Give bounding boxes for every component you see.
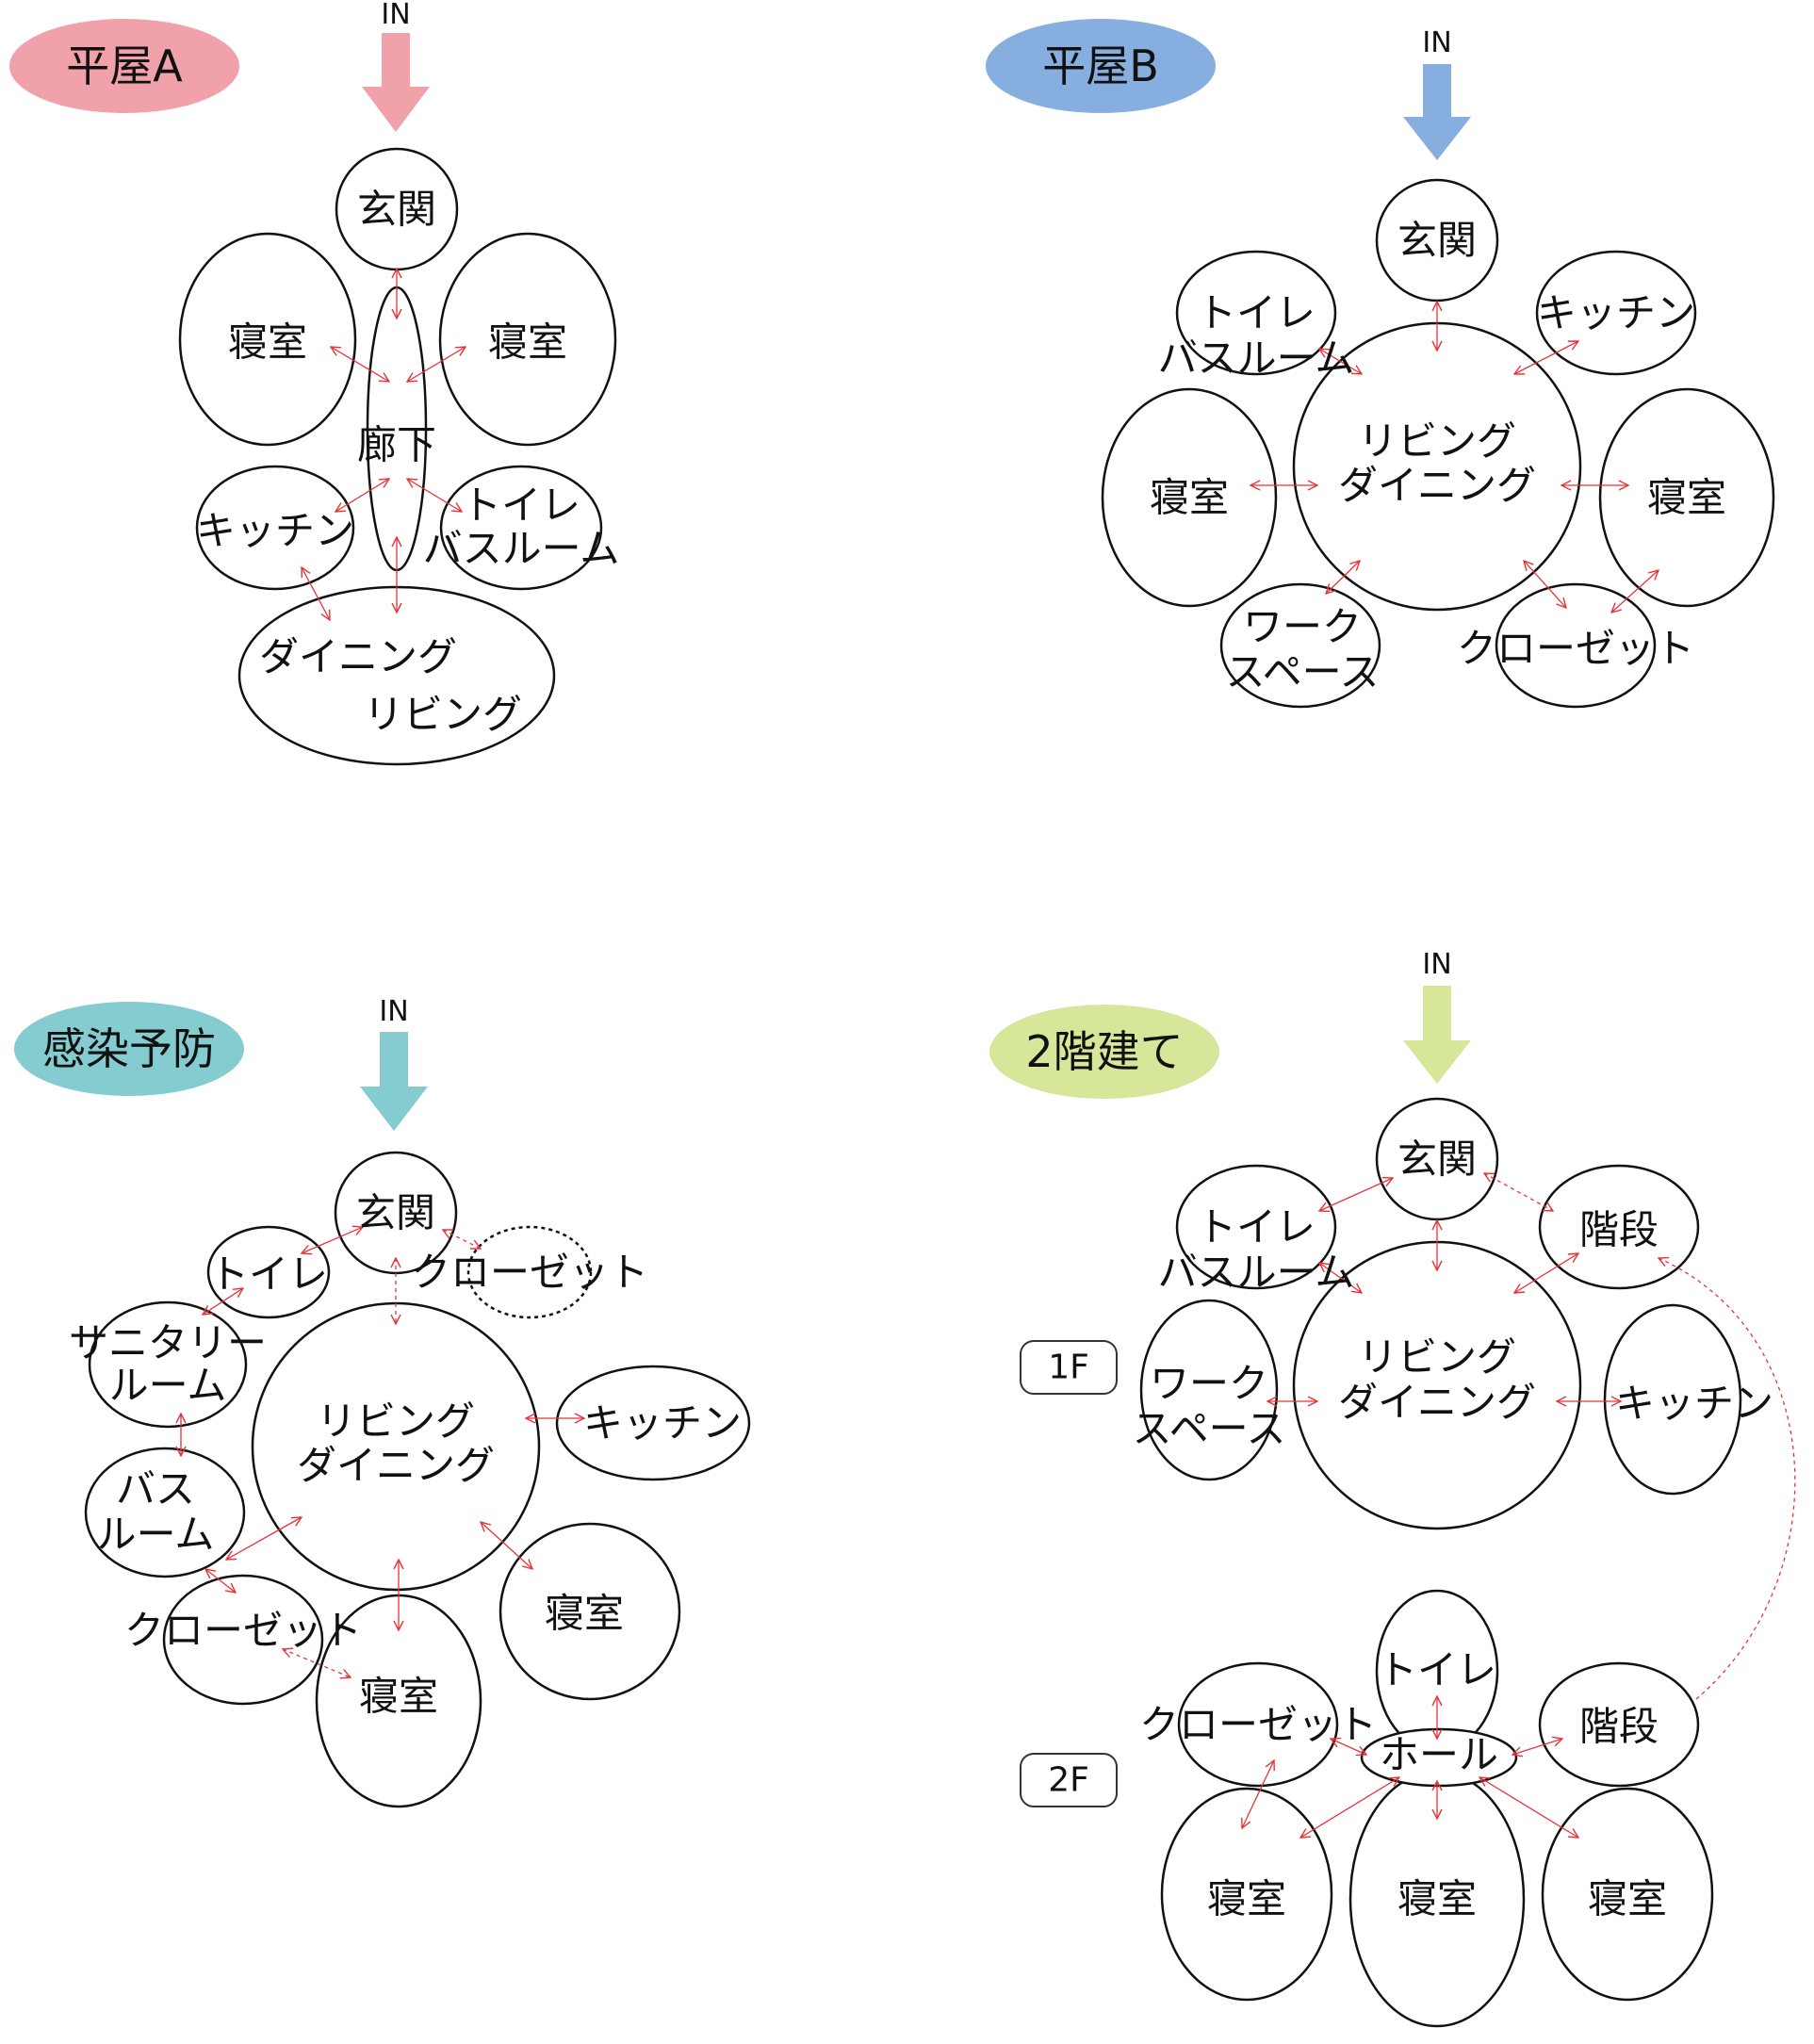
- label-space: スペース: [1226, 649, 1380, 695]
- label-dining: ダイニング: [259, 634, 457, 680]
- connector-arrows: [181, 1227, 584, 1630]
- room-bedroom-right: [1541, 1787, 1714, 2002]
- in-label: IN: [381, 0, 410, 31]
- dashed-connector-arrows: [283, 1230, 481, 1677]
- label-hall: ホール: [1380, 1732, 1498, 1778]
- label-corridor: 廊下: [357, 422, 436, 468]
- title-infection: 感染予防: [42, 1023, 216, 1074]
- label-living: リビング: [364, 692, 522, 738]
- label-living: リビング: [317, 1398, 475, 1445]
- room-stairs-2f: [1538, 1661, 1700, 1788]
- label-bedroom-right: 寝室: [545, 1591, 624, 1637]
- room-sanitary: [88, 1300, 248, 1429]
- label-dining: ダイニング: [1338, 1380, 1536, 1426]
- room-toilet-bath: [439, 465, 603, 591]
- label-toilet: トイレ: [209, 1251, 328, 1298]
- in-label: IN: [379, 995, 408, 1028]
- floor-1f-box: [1020, 1340, 1118, 1395]
- label-entrance: 玄関: [1397, 1136, 1477, 1183]
- room-bedroom-right: [498, 1522, 681, 1701]
- connector-arrows: [1250, 302, 1659, 613]
- diagram-flat-b: 平屋B IN 玄関 トイレ バスルーム キッチン リビング ダイニング 寝室 寝…: [986, 19, 1775, 709]
- floor-2f-label: 2F: [1048, 1761, 1089, 1800]
- label-kitchen: キッチン: [1537, 290, 1695, 336]
- room-closet-top: [466, 1225, 593, 1319]
- label-bedroom-right: 寝室: [488, 319, 567, 366]
- connector-arrows: [302, 269, 466, 620]
- label-kitchen: キッチン: [583, 1400, 742, 1447]
- label-bedroom-bottom: 寝室: [359, 1674, 438, 1720]
- label-dining: ダイニング: [1338, 463, 1536, 509]
- room-kitchen: [195, 465, 355, 591]
- label-closet-top: クローゼット: [411, 1250, 648, 1296]
- title-two-story: 2階建て: [1025, 1026, 1183, 1077]
- floor-1f-label: 1F: [1048, 1349, 1089, 1387]
- label-bathroom: バスルーム: [1158, 1250, 1355, 1296]
- label-entrance: 玄関: [1397, 218, 1477, 264]
- title-flat-a: 平屋A: [66, 41, 183, 91]
- label-closet-2f: クローゼット: [1139, 1702, 1377, 1748]
- title-badge-flat-a: [9, 19, 239, 113]
- room-bedroom-right: [1598, 387, 1775, 608]
- label-bedroom-left: 寝室: [1150, 475, 1229, 521]
- label-toilet: トイレ: [1197, 1204, 1316, 1251]
- label-bath: バス: [116, 1466, 195, 1513]
- label-bedroom-center: 寝室: [1397, 1876, 1477, 1922]
- floor-2f-box: [1020, 1753, 1118, 1807]
- label-closet-bottom: クローゼット: [124, 1608, 362, 1654]
- room-workspace: [1219, 582, 1381, 709]
- label-work: ワーク: [1243, 604, 1362, 650]
- label-bathroom: バスルーム: [423, 526, 620, 572]
- room-bathroom: [84, 1447, 246, 1578]
- room-bedroom-left: [1101, 387, 1278, 608]
- title-badge-infection: [14, 1002, 244, 1096]
- room-toilet-bath: [1175, 250, 1337, 376]
- label-toilet: トイレ: [462, 482, 580, 529]
- label-closet: クローゼット: [1457, 626, 1694, 672]
- entry-arrow-icon: [1403, 64, 1471, 160]
- label-sanitary-room: ルーム: [109, 1363, 227, 1409]
- label-toilet: トイレ: [1197, 290, 1316, 336]
- label-bedroom-left: 寝室: [228, 319, 307, 366]
- room-bedroom-right: [438, 232, 617, 447]
- in-label: IN: [1422, 948, 1451, 981]
- label-bedroom-right: 寝室: [1588, 1876, 1667, 1922]
- label-sanitary: サニタリー: [69, 1320, 267, 1366]
- label-space: スペース: [1133, 1406, 1286, 1452]
- label-bedroom-left: 寝室: [1207, 1876, 1286, 1922]
- label-living: リビング: [1358, 418, 1516, 465]
- label-bath-room: ルーム: [97, 1512, 215, 1558]
- diagram-flat-a: 平屋A IN 玄関 寝室 寝室 廊下 キッチン トイレ バスルーム ダイニング …: [9, 0, 620, 766]
- label-kitchen: キッチン: [1615, 1381, 1773, 1427]
- title-badge-two-story: [989, 1005, 1219, 1099]
- label-bedroom-right: 寝室: [1647, 475, 1726, 521]
- entry-arrow-icon: [362, 33, 430, 132]
- connector-arrows-2f: [1242, 1696, 1578, 1838]
- diagram-infection-prevention: 感染予防 IN 玄関 トイレ クローゼット サニタ: [14, 995, 751, 1808]
- dashed-connector-arrows: [1484, 1173, 1796, 1715]
- title-badge-flat-b: [986, 19, 1216, 113]
- in-label: IN: [1422, 26, 1451, 59]
- label-entrance: 玄関: [357, 187, 436, 233]
- label-work: ワーク: [1150, 1361, 1268, 1407]
- room-toilet-bath: [1175, 1164, 1337, 1290]
- label-stairs-2f: 階段: [1579, 1704, 1659, 1750]
- room-workspace: [1139, 1299, 1279, 1481]
- label-toilet-2f: トイレ: [1378, 1647, 1496, 1693]
- label-kitchen: キッチン: [196, 508, 354, 554]
- label-bathroom: バスルーム: [1158, 335, 1355, 382]
- title-flat-b: 平屋B: [1042, 41, 1159, 91]
- label-stairs-1f: 階段: [1579, 1207, 1659, 1253]
- room-bedroom-left: [178, 232, 357, 447]
- diagram-two-story: 2階建て IN 1F 2F 玄関 トイレ バスルーム 階段 リビング: [989, 948, 1796, 2028]
- entry-arrow-icon: [360, 1032, 428, 1131]
- label-living: リビング: [1358, 1334, 1516, 1381]
- label-entrance: 玄関: [356, 1190, 435, 1236]
- room-closet: [1495, 582, 1657, 709]
- label-dining: ダイニング: [297, 1443, 495, 1489]
- connector-arrows: [1267, 1178, 1621, 1401]
- entry-arrow-icon: [1403, 986, 1471, 1084]
